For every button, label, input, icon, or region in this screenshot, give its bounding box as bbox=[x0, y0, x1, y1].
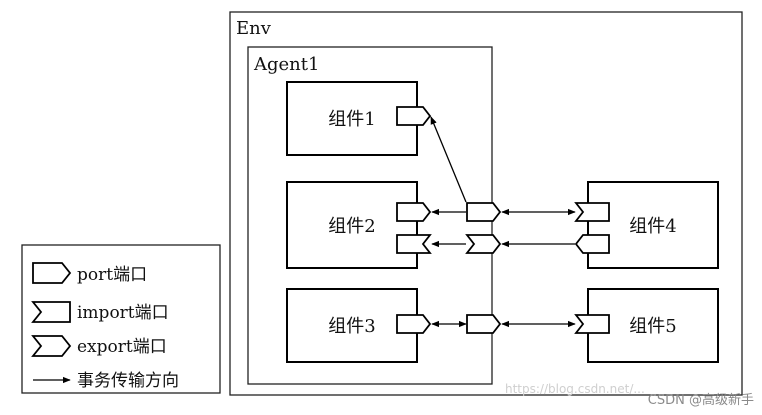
c5-import-port bbox=[574, 314, 610, 334]
legend-import-label: import端口 bbox=[77, 303, 169, 323]
c4-import-port bbox=[574, 202, 610, 222]
agent-export-port bbox=[465, 234, 502, 254]
watermark-main: CSDN @高级新手 bbox=[648, 392, 754, 408]
c1-port bbox=[396, 106, 432, 126]
component-2: 组件2 bbox=[286, 181, 418, 269]
component-4: 组件4 bbox=[587, 181, 719, 269]
component-1-label: 组件1 bbox=[328, 109, 375, 130]
legend-export-icon bbox=[31, 335, 72, 357]
component-1: 组件1 bbox=[286, 81, 418, 156]
env-label: Env bbox=[236, 18, 272, 39]
agent-port-top bbox=[466, 202, 502, 222]
agent-label: Agent1 bbox=[253, 54, 319, 75]
component-5-label: 组件5 bbox=[629, 316, 676, 337]
legend-export-label: export端口 bbox=[77, 337, 167, 357]
legend-port-label: port端口 bbox=[77, 265, 147, 285]
component-3-label: 组件3 bbox=[328, 316, 375, 337]
c2-import-port bbox=[396, 234, 432, 254]
component-2-label: 组件2 bbox=[328, 216, 375, 237]
env-box bbox=[229, 11, 743, 396]
legend-import-icon bbox=[31, 301, 71, 323]
legend: port端口 import端口 export端口 事务传输方向 bbox=[21, 244, 221, 394]
legend-port-icon bbox=[32, 262, 72, 284]
legend-arrow-label: 事务传输方向 bbox=[77, 371, 179, 391]
watermark-faint: https://blog.csdn.net/... bbox=[505, 382, 645, 396]
c4-port bbox=[574, 234, 610, 254]
c3-port bbox=[396, 314, 432, 334]
agent-port-bottom bbox=[466, 314, 502, 334]
c2-port bbox=[396, 202, 432, 222]
component-4-label: 组件4 bbox=[629, 216, 676, 237]
arrow-agent-to-c1 bbox=[430, 116, 467, 203]
